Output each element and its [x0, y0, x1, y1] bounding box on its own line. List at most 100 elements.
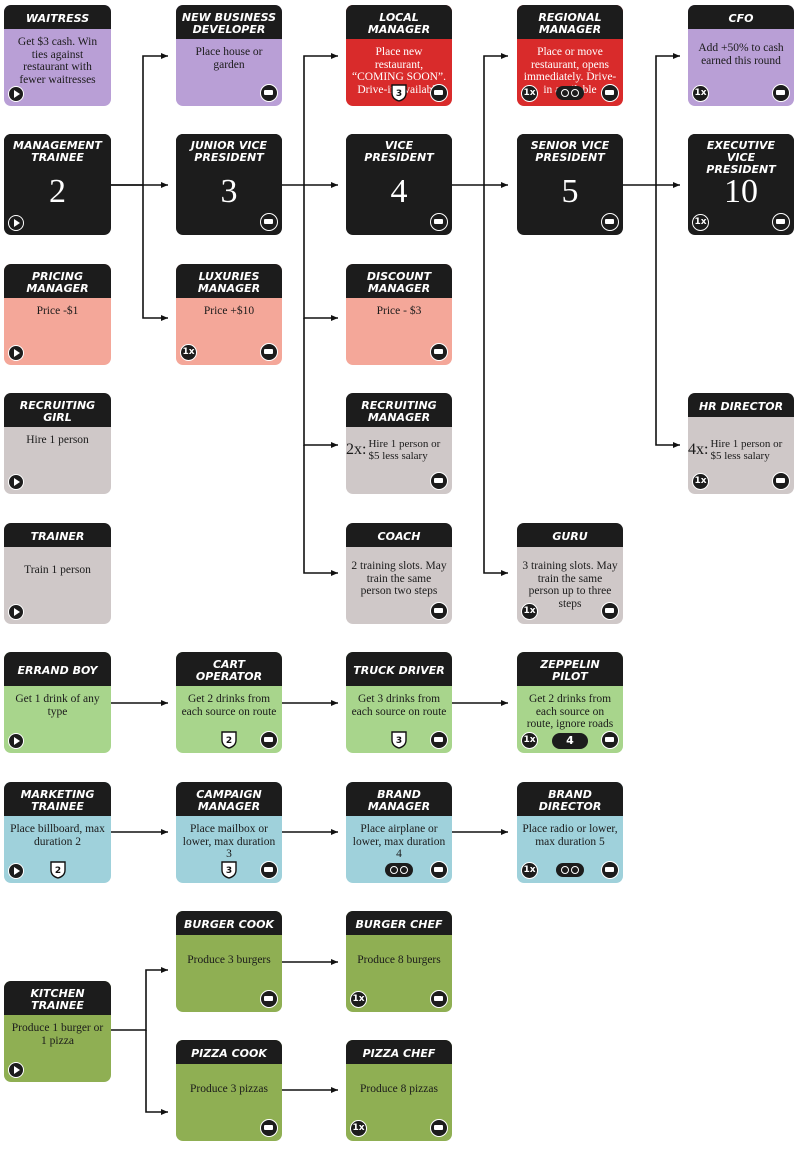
card-body: 4x: Hire 1 person or $5 less salary [688, 433, 794, 467]
money-icon [772, 472, 790, 490]
card-title: Executive Vice President [688, 134, 794, 176]
card-title: Local Manager [346, 5, 452, 39]
card-errand-boy[interactable]: Errand Boy Get 1 drink of any type [4, 652, 111, 753]
radio-range-icon [556, 863, 584, 877]
card-text: Produce 8 burgers [357, 954, 441, 966]
card-pizza-chef[interactable]: Pizza Chef Produce 8 pizzas 1x [346, 1040, 452, 1141]
card-trainer[interactable]: Trainer Train 1 person [4, 523, 111, 624]
card-cart-operator[interactable]: Cart Operator Get 2 drinks from each sou… [176, 652, 282, 753]
card-text: Place mailbox or lower, max duration 3 [182, 823, 276, 860]
card-regional-manager[interactable]: Regional Manager Place or move restauran… [517, 5, 623, 106]
card-title: Regional Manager [517, 5, 623, 39]
card-campaign-manager[interactable]: Campaign Manager Place mailbox or lower,… [176, 782, 282, 883]
money-icon [430, 343, 448, 361]
money-icon [260, 213, 278, 231]
card-truck-driver[interactable]: Truck Driver Get 3 drinks from each sour… [346, 652, 452, 753]
card-title: Marketing Trainee [4, 782, 111, 816]
play-icon [8, 86, 24, 102]
card-local-manager[interactable]: Local Manager Place new restaurant, “COM… [346, 5, 452, 106]
money-icon [601, 602, 619, 620]
money-icon [430, 84, 448, 102]
card-text: Train 1 person [24, 564, 91, 576]
money-icon [430, 990, 448, 1008]
card-value: 10 [724, 173, 758, 210]
play-icon [8, 733, 24, 749]
card-waitress[interactable]: Waitress Get $3 cash. Win ties against r… [4, 5, 111, 106]
road-range-icon: 3 [391, 731, 407, 749]
money-icon [430, 731, 448, 749]
card-title: Discount Manager [346, 264, 452, 298]
card-brand-director[interactable]: Brand Director Place radio or lower, max… [517, 782, 623, 883]
road-range-icon: 3 [391, 84, 407, 102]
once-icon: 1x [350, 1120, 367, 1137]
card-luxuries-manager[interactable]: Luxuries Manager Price +$10 1x [176, 264, 282, 365]
card-text: Price +$10 [203, 305, 255, 317]
card-junior-vice-president[interactable]: Junior Vice President 3 [176, 134, 282, 235]
once-icon: 1x [692, 214, 709, 231]
card-kitchen-trainee[interactable]: Kitchen Trainee Produce 1 burger or 1 pi… [4, 981, 111, 1082]
card-title: New Business Developer [176, 5, 282, 39]
multiplier: 4x: [688, 440, 709, 458]
card-burger-chef[interactable]: Burger Chef Produce 8 burgers 1x [346, 911, 452, 1012]
range-number: 2 [54, 866, 60, 876]
card-vice-president[interactable]: Vice President 4 [346, 134, 452, 235]
card-senior-vice-president[interactable]: Senior Vice President 5 [517, 134, 623, 235]
card-burger-cook[interactable]: Burger Cook Produce 3 burgers [176, 911, 282, 1012]
card-body: 2x: Hire 1 person or $5 less salary [346, 433, 452, 467]
once-icon: 1x [692, 85, 709, 102]
card-text: Get 1 drink of any type [15, 693, 100, 718]
card-title: Errand Boy [4, 652, 111, 686]
card-title: Burger Chef [346, 911, 452, 935]
card-executive-vice-president[interactable]: Executive Vice President 10 1x [688, 134, 794, 235]
card-marketing-trainee[interactable]: Marketing Trainee Place billboard, max d… [4, 782, 111, 883]
money-icon [601, 731, 619, 749]
card-value: 2 [49, 173, 66, 210]
card-text: Produce 1 burger or 1 pizza [11, 1022, 104, 1047]
card-text: Produce 3 burgers [187, 954, 271, 966]
money-icon [430, 1119, 448, 1137]
money-icon [260, 731, 278, 749]
money-icon [260, 990, 278, 1008]
range-number: 2 [226, 736, 232, 746]
card-text: Place billboard, max duration 2 [10, 823, 105, 848]
money-icon [772, 213, 790, 231]
card-text: Get 2 drinks from each source on route, … [526, 693, 614, 730]
card-zeppelin-pilot[interactable]: Zeppelin Pilot Get 2 drinks from each so… [517, 652, 623, 753]
money-icon [601, 213, 619, 231]
once-icon: 1x [521, 732, 538, 749]
card-text: Hire 1 person or $5 less salary [710, 438, 783, 462]
infinite-range-icon [556, 86, 584, 100]
card-text: Place airplane or lower, max duration 4 [352, 823, 446, 860]
card-hr-director[interactable]: HR Director 4x: Hire 1 person or $5 less… [688, 393, 794, 494]
card-pizza-cook[interactable]: Pizza Cook Produce 3 pizzas [176, 1040, 282, 1141]
card-cfo[interactable]: CFO Add +50% to cash earned this round 1… [688, 5, 794, 106]
card-recruiting-girl[interactable]: Recruiting Girl Hire 1 person [4, 393, 111, 494]
card-text: Price -$1 [36, 305, 79, 317]
card-title: Senior Vice President [517, 134, 623, 164]
card-guru[interactable]: Guru 3 training slots. May train the sam… [517, 523, 623, 624]
card-management-trainee[interactable]: Management Trainee 2 [4, 134, 111, 235]
card-new-business-developer[interactable]: New Business Developer Place house or ga… [176, 5, 282, 106]
card-title: Brand Director [517, 782, 623, 816]
card-title: Management Trainee [4, 134, 111, 164]
card-text: Produce 8 pizzas [360, 1083, 438, 1095]
money-icon [772, 84, 790, 102]
money-icon [430, 602, 448, 620]
money-icon [430, 472, 448, 490]
card-title: Pizza Chef [346, 1040, 452, 1064]
play-icon [8, 1062, 24, 1078]
range-number: 3 [396, 736, 402, 746]
card-brand-manager[interactable]: Brand Manager Place airplane or lower, m… [346, 782, 452, 883]
card-recruiting-manager[interactable]: Recruiting Manager 2x: Hire 1 person or … [346, 393, 452, 494]
card-discount-manager[interactable]: Discount Manager Price - $3 [346, 264, 452, 365]
card-coach[interactable]: Coach 2 training slots. May train the sa… [346, 523, 452, 624]
once-icon: 1x [521, 85, 538, 102]
play-icon [8, 604, 24, 620]
multiplier: 2x: [346, 440, 367, 458]
card-pricing-manager[interactable]: Pricing Manager Price -$1 [4, 264, 111, 365]
play-icon [8, 863, 24, 879]
range-number: 3 [396, 89, 402, 99]
card-title: Luxuries Manager [176, 264, 282, 298]
card-text: 2 training slots. May train the same per… [351, 560, 447, 597]
once-icon: 1x [692, 473, 709, 490]
